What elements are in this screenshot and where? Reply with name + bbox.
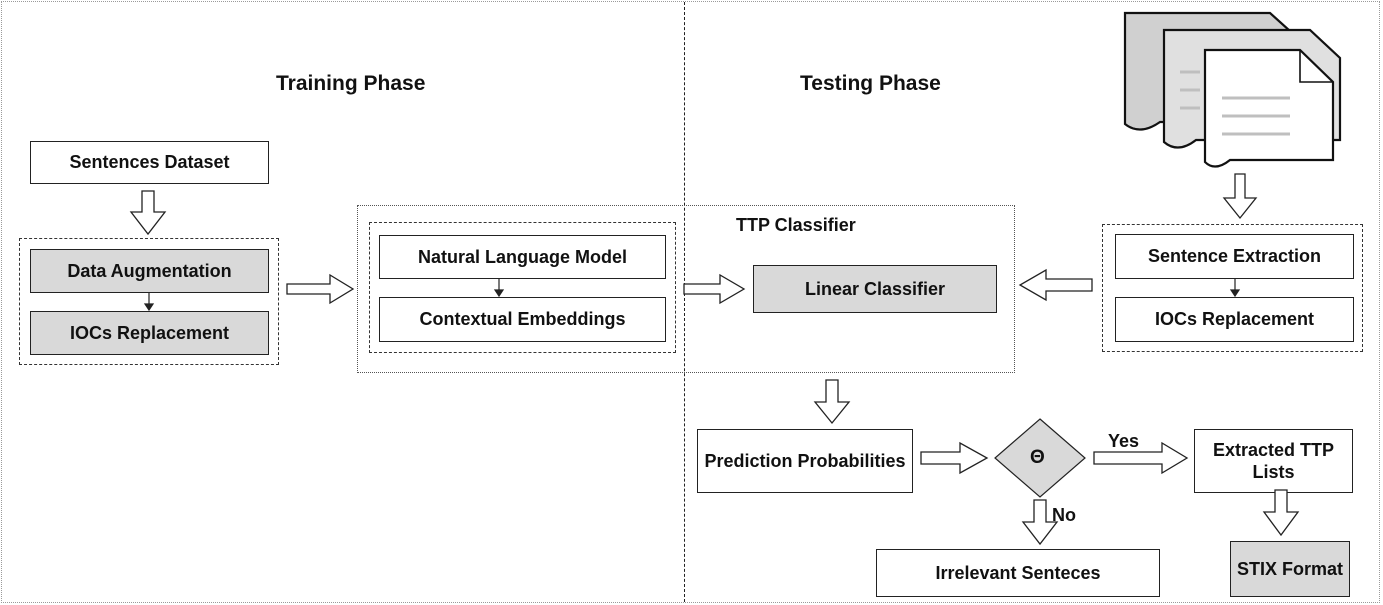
extracted-ttp-lists-box: Extracted TTP Lists <box>1194 429 1353 493</box>
hollow-arrow-down-dataset <box>129 190 167 236</box>
training-iocs-replacement-box: IOCs Replacement <box>30 311 269 355</box>
hollow-arrow-down-documents <box>1222 173 1258 220</box>
hollow-arrow-right-yes <box>1093 441 1189 475</box>
testing-preprocessing-group <box>1102 224 1363 352</box>
irrelevant-sentences-box: Irrelevant Senteces <box>876 549 1160 597</box>
preprocessing-group <box>19 238 279 365</box>
ttp-classifier-container <box>357 205 1015 373</box>
stacked-documents-icon <box>1123 11 1342 168</box>
prediction-probabilities-box: Prediction Probabilities <box>697 429 913 493</box>
hollow-arrow-down-no <box>1021 499 1059 546</box>
phase-divider <box>684 2 685 602</box>
hollow-arrow-right-training <box>286 273 355 305</box>
thin-arrow-embeddings <box>493 289 505 298</box>
sentence-extraction-box: Sentence Extraction <box>1115 234 1354 279</box>
stix-format-box: STIX Format <box>1230 541 1350 597</box>
training-phase-title: Training Phase <box>276 72 426 95</box>
no-label: No <box>1052 505 1076 525</box>
sentences-dataset-box: Sentences Dataset <box>30 141 269 184</box>
data-augmentation-box: Data Augmentation <box>30 249 269 293</box>
hollow-arrow-down-extracted <box>1262 489 1300 537</box>
ttp-classifier-title: TTP Classifier <box>736 215 856 235</box>
hollow-arrow-left-testing <box>1018 268 1093 302</box>
yes-label: Yes <box>1108 431 1140 451</box>
threshold-symbol: Θ <box>1030 447 1045 468</box>
hollow-arrow-down-classifier <box>813 379 851 425</box>
embedding-group <box>369 222 676 353</box>
testing-iocs-replacement-box: IOCs Replacement <box>1115 297 1354 342</box>
thin-arrow-testing <box>1229 289 1241 298</box>
thin-arrow-training <box>143 303 155 312</box>
hollow-arrow-right-embeddings <box>683 273 746 305</box>
contextual-embeddings-box: Contextual Embeddings <box>379 297 666 342</box>
testing-phase-title: Testing Phase <box>800 72 941 95</box>
natural-language-model-box: Natural Language Model <box>379 235 666 279</box>
hollow-arrow-right-prediction <box>920 441 989 475</box>
linear-classifier-box: Linear Classifier <box>753 265 997 313</box>
